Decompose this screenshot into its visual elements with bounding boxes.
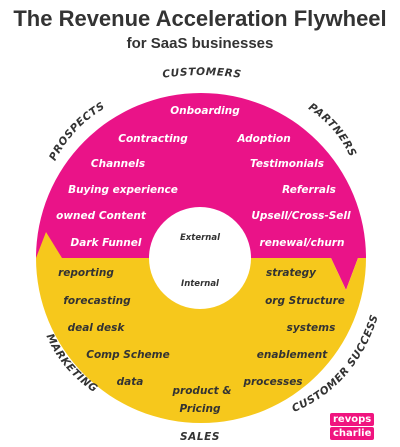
item-contracting: Contracting (118, 133, 188, 145)
logo-line-1: revops (330, 413, 375, 426)
item-enablement: enablement (257, 349, 328, 361)
external-half (36, 93, 366, 290)
item-product-pricing-line2: Pricing (180, 403, 221, 415)
item-processes: processes (242, 376, 302, 388)
item-testimonials: Testimonials (250, 158, 324, 170)
label-sales: SALES (180, 431, 220, 443)
item-dark-funnel: Dark Funnel (71, 237, 142, 249)
item-data: data (117, 376, 144, 388)
item-product-pricing-line1: product & (172, 385, 232, 397)
left-arrow-notch (36, 232, 62, 258)
item-org-structure: org Structure (265, 295, 345, 307)
hub-external-label: External (180, 233, 221, 243)
item-comp-scheme: Comp Scheme (86, 349, 169, 361)
item-channels: Channels (91, 158, 145, 170)
item-upsell-cross-sell: Upsell/Cross-Sell (251, 210, 351, 222)
item-strategy: strategy (266, 267, 317, 279)
item-reporting: reporting (58, 267, 114, 279)
item-systems: systems (287, 322, 336, 334)
label-customers: CUSTOMERS (162, 66, 243, 81)
page-subtitle: for SaaS businesses (126, 35, 274, 52)
item-buying-experience: Buying experience (68, 184, 178, 196)
item-onboarding: Onboarding (170, 105, 240, 117)
item-renewal-churn: renewal/churn (260, 237, 345, 249)
hub-internal-label: Internal (181, 279, 220, 289)
internal-half (36, 258, 366, 423)
item-deal-desk: deal desk (68, 322, 126, 334)
item-adoption: Adoption (236, 133, 290, 145)
page-title: The Revenue Acceleration Flywheel (13, 6, 387, 31)
item-owned-content: owned Content (56, 210, 147, 222)
item-forecasting: forecasting (63, 295, 131, 307)
revops-charlie-logo: revops charlie (330, 413, 375, 443)
item-referrals: Referrals (282, 184, 336, 196)
logo-line-2: charlie (330, 427, 375, 440)
